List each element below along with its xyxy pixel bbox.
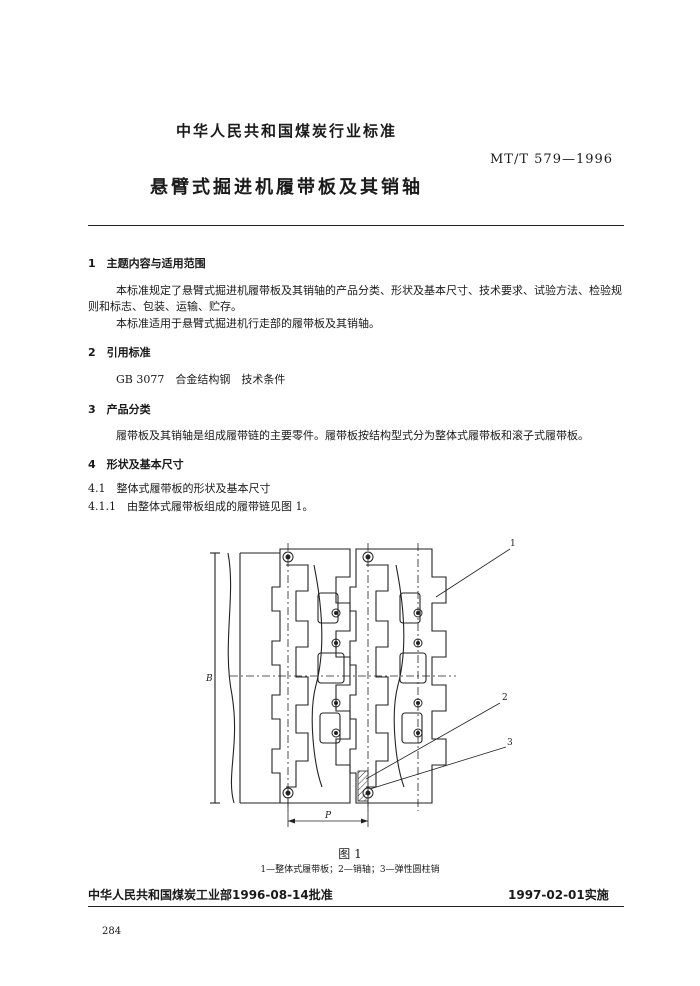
section-4-heading: 4 形状及基本尺寸 (88, 458, 184, 471)
section-2-reference: GB 3077 合金结构钢 技术条件 (116, 373, 286, 386)
dimension-b-label: B (205, 674, 213, 684)
page-number: 284 (102, 926, 122, 937)
dimension-p-label: P (324, 811, 332, 821)
section-1-paragraph-2: 本标准适用于悬臂式掘进机行走部的履带板及其销轴。 (116, 317, 380, 330)
document-title: 悬臂式掘进机履带板及其销轴 (150, 177, 423, 198)
standard-code: MT/T 579—1996 (490, 152, 614, 167)
header-rule (88, 225, 624, 226)
section-1-heading: 1 主题内容与适用范围 (88, 257, 206, 270)
section-3-heading: 3 产品分类 (88, 403, 151, 416)
section-3-paragraph: 履带板及其销轴是组成履带链的主要零件。履带板按结构型式分为整体式履带板和滚子式履… (116, 429, 589, 442)
footer-rule (88, 906, 624, 907)
callout-2: 2 (502, 693, 508, 703)
callout-3: 3 (507, 738, 513, 748)
callout-1: 1 (510, 539, 516, 549)
standard-organization: 中华人民共和国煤炭行业标准 (176, 122, 398, 140)
section-2-heading: 2 引用标准 (88, 346, 151, 359)
subsection-4-1-1-text: 4.1.1 由整体式履带板组成的履带链见图 1。 (88, 500, 314, 513)
figure-label: 图 1 (338, 847, 362, 861)
track-chain-drawing: 1 2 3 B P (205, 539, 516, 827)
figure-caption: 1—整体式履带板；2—销轴；3—弹性圆柱销 (260, 865, 440, 875)
implementation-date: 1997-02-01实施 (508, 888, 609, 902)
subsection-4-1-heading: 4.1 整体式履带板的形状及基本尺寸 (88, 482, 271, 495)
section-1-paragraph-1: 本标准规定了悬臂式掘进机履带板及其销轴的产品分类、形状及基本尺寸、技术要求、试验… (88, 284, 622, 313)
approval-line: 中华人民共和国煤炭工业部1996-08-14批准 (88, 888, 333, 902)
